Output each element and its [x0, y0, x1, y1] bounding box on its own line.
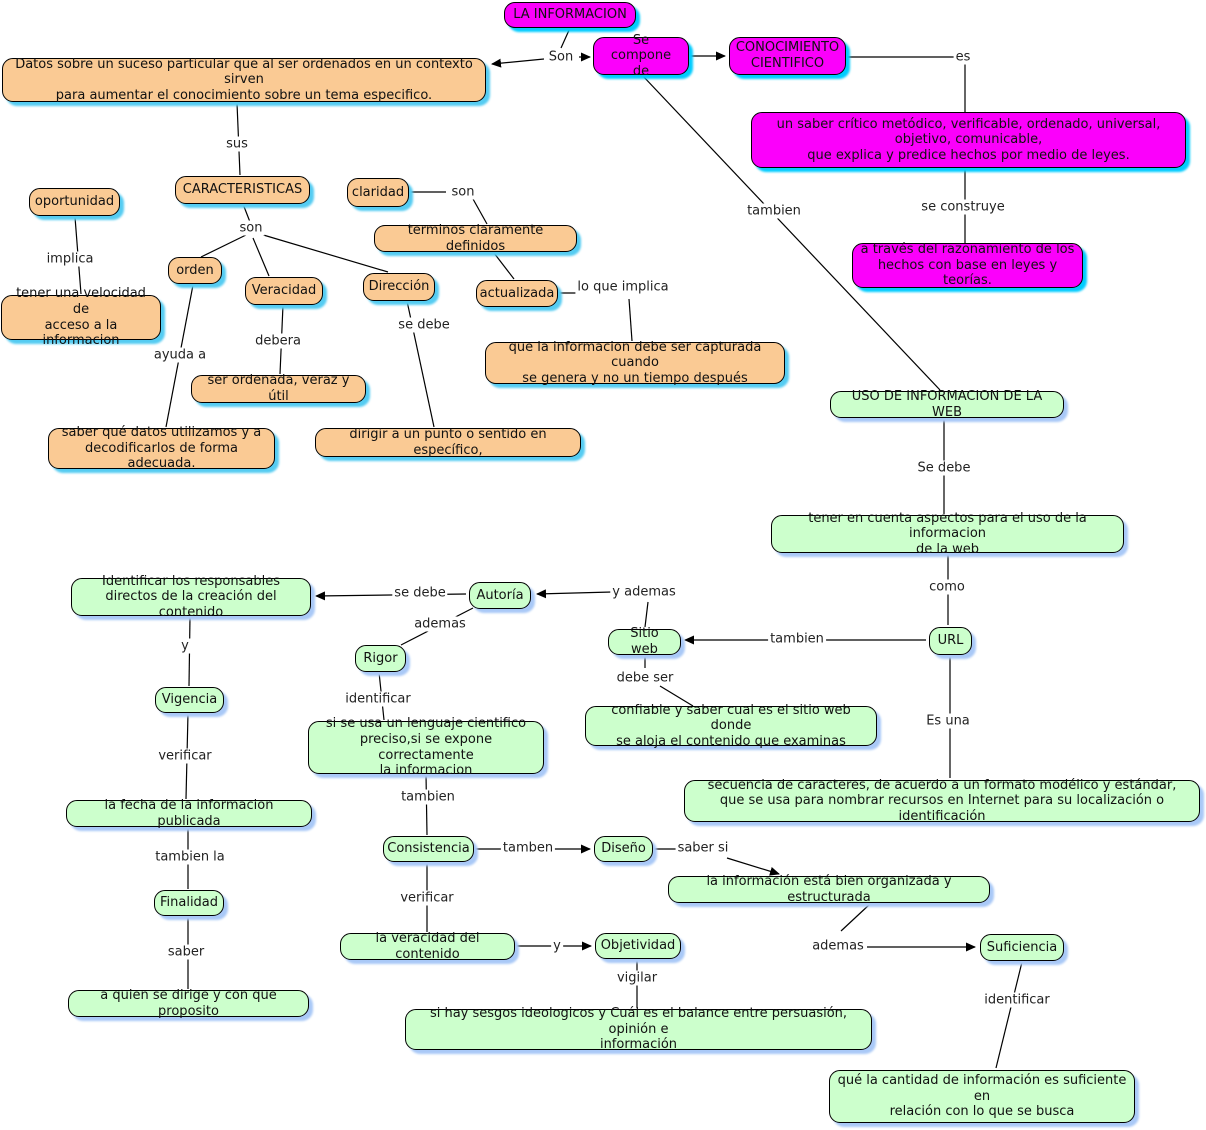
connector-line	[644, 601, 649, 628]
link-label[interactable]: lo que implica	[575, 279, 671, 295]
concept-node-objetividad[interactable]: Objetividad	[595, 933, 681, 959]
concept-node-razonamiento[interactable]: a través del razonamiento de los hechos …	[852, 242, 1083, 288]
connector-line	[259, 233, 389, 273]
concept-node-tener-cuenta[interactable]: tener en cuenta aspectos para el uso de …	[771, 511, 1124, 557]
link-label[interactable]: ayuda a	[151, 347, 209, 363]
connector-line	[242, 203, 251, 223]
concept-node-veracidad-contenido[interactable]: la veracidad del contenido	[340, 931, 515, 962]
concept-node-cantidad[interactable]: qué la cantidad de información es sufici…	[829, 1070, 1135, 1123]
concept-node-secuencia[interactable]: secuencia de caracteres, de acuerdo a un…	[684, 778, 1200, 824]
concept-node-terminos[interactable]: terminos claramente definidos	[374, 223, 577, 254]
concept-node-saber-datos[interactable]: saber qué datos utilizamos y a decodific…	[48, 425, 275, 471]
concept-node-ordenada[interactable]: ser ordenada, veraz y útil	[191, 373, 366, 404]
concept-node-datos-suceso[interactable]: Datos sobre un suceso particular que al …	[2, 57, 486, 103]
link-label[interactable]: ademas	[412, 616, 468, 632]
concept-node-a-quien[interactable]: a quien se dirige y con que proposito	[68, 988, 309, 1019]
link-label[interactable]: tamben	[500, 840, 556, 856]
link-label[interactable]: sus	[224, 136, 250, 152]
concept-node-veracidad[interactable]: Veracidad	[245, 277, 323, 305]
concept-node-organizada[interactable]: la información está bien organizada y es…	[668, 874, 990, 905]
link-label[interactable]: y ademas	[610, 584, 678, 600]
link-label[interactable]: verificar	[398, 890, 456, 906]
connector-line	[628, 298, 633, 342]
concept-node-sesgos[interactable]: si hay sesgos ideologicos y Cuál es el b…	[405, 1006, 872, 1052]
concept-node-se-compone[interactable]: Se compone de	[593, 33, 689, 79]
connector-line	[995, 961, 1023, 1069]
link-label[interactable]: se debe	[392, 585, 448, 601]
concept-node-rigor[interactable]: Rigor	[355, 645, 406, 672]
link-label[interactable]: vigilar	[614, 970, 660, 986]
connector-line	[560, 27, 571, 49]
link-label[interactable]: identificar	[982, 992, 1052, 1008]
concept-node-caracteristicas[interactable]: CARACTERISTICAS	[175, 176, 310, 204]
concept-node-identificar-responsables[interactable]: Identificar los responsables directos de…	[71, 574, 311, 620]
link-label[interactable]: Se debe	[915, 460, 973, 476]
concept-node-actualizada[interactable]: actualizada	[476, 280, 558, 307]
concept-node-fecha[interactable]: la fecha de la informacion publicada	[66, 798, 312, 829]
concept-node-lenguaje-cientifico[interactable]: si se usa un lenguaje cientifico preciso…	[308, 716, 544, 778]
connector-line	[536, 589, 613, 599]
connector-line	[493, 252, 515, 280]
link-label[interactable]: saber si	[675, 840, 731, 856]
connector-line	[726, 857, 780, 876]
connector-line	[840, 903, 871, 932]
link-label[interactable]: saber	[165, 944, 207, 960]
link-label[interactable]: debe ser	[614, 670, 676, 686]
concept-node-dirigir[interactable]: dirigir a un punto o sentido en específi…	[315, 427, 581, 458]
concept-node-claridad[interactable]: claridad	[347, 178, 409, 207]
concept-node-saber-critico[interactable]: un saber crítico metódico, verificable, …	[751, 112, 1186, 168]
link-label[interactable]: son	[237, 220, 265, 236]
connector-line	[472, 198, 488, 225]
concept-node-consistencia[interactable]: Consistencia	[383, 836, 474, 862]
connector-line	[491, 58, 545, 68]
link-label[interactable]: Son	[546, 49, 576, 65]
connector-line	[425, 773, 428, 836]
concept-node-finalidad[interactable]: Finalidad	[154, 890, 224, 916]
link-label[interactable]: y	[179, 638, 191, 654]
concept-node-orden[interactable]: orden	[168, 257, 222, 284]
link-label[interactable]: ademas	[810, 938, 866, 954]
concept-node-confiable[interactable]: confiable y saber cual es el sitio web d…	[585, 703, 877, 749]
concept-node-la-informacion[interactable]: LA INFORMACION	[504, 2, 636, 28]
link-label[interactable]: Es una	[924, 713, 972, 729]
concept-node-oportunidad[interactable]: oportunidad	[29, 188, 120, 216]
link-label[interactable]: tambien la	[153, 849, 227, 865]
link-label[interactable]: como	[927, 579, 967, 595]
concept-node-conocimiento-cientifico[interactable]: CONOCIMIENTO CIENTIFICO	[729, 37, 846, 75]
link-label[interactable]: se debe	[396, 317, 452, 333]
concept-node-sitio-web[interactable]: Sitio web	[608, 626, 681, 657]
concept-node-diseno[interactable]: Diseño	[594, 836, 653, 862]
link-label[interactable]: identificar	[343, 691, 413, 707]
concept-node-velocidad[interactable]: tener una velocidad de acceso a la infor…	[1, 286, 161, 348]
concept-node-direccion[interactable]: Dirección	[363, 273, 435, 301]
concept-node-vigencia[interactable]: Vigencia	[155, 687, 224, 713]
link-label[interactable]: debera	[253, 333, 303, 349]
link-label[interactable]: se construye	[919, 199, 1007, 215]
connector-line	[200, 234, 247, 258]
concept-node-uso-web[interactable]: USO DE INFORMACION DE LA WEB	[830, 389, 1064, 420]
concept-node-suficiencia[interactable]: Suficiencia	[980, 934, 1064, 961]
link-label[interactable]: y	[551, 938, 563, 954]
link-label[interactable]: verificar	[156, 748, 214, 764]
link-label[interactable]: son	[449, 184, 477, 200]
connector-line	[252, 237, 270, 277]
link-label[interactable]: tambien	[745, 203, 803, 219]
link-label[interactable]: tambien	[768, 631, 826, 647]
concept-node-capturada[interactable]: que la informacion debe ser capturada cu…	[485, 340, 785, 386]
concept-node-autoria[interactable]: Autoría	[469, 582, 531, 609]
concept-node-url[interactable]: URL	[929, 627, 972, 655]
link-label[interactable]: es	[953, 49, 973, 65]
link-label[interactable]: tambien	[399, 789, 457, 805]
link-label[interactable]: implica	[44, 251, 96, 267]
